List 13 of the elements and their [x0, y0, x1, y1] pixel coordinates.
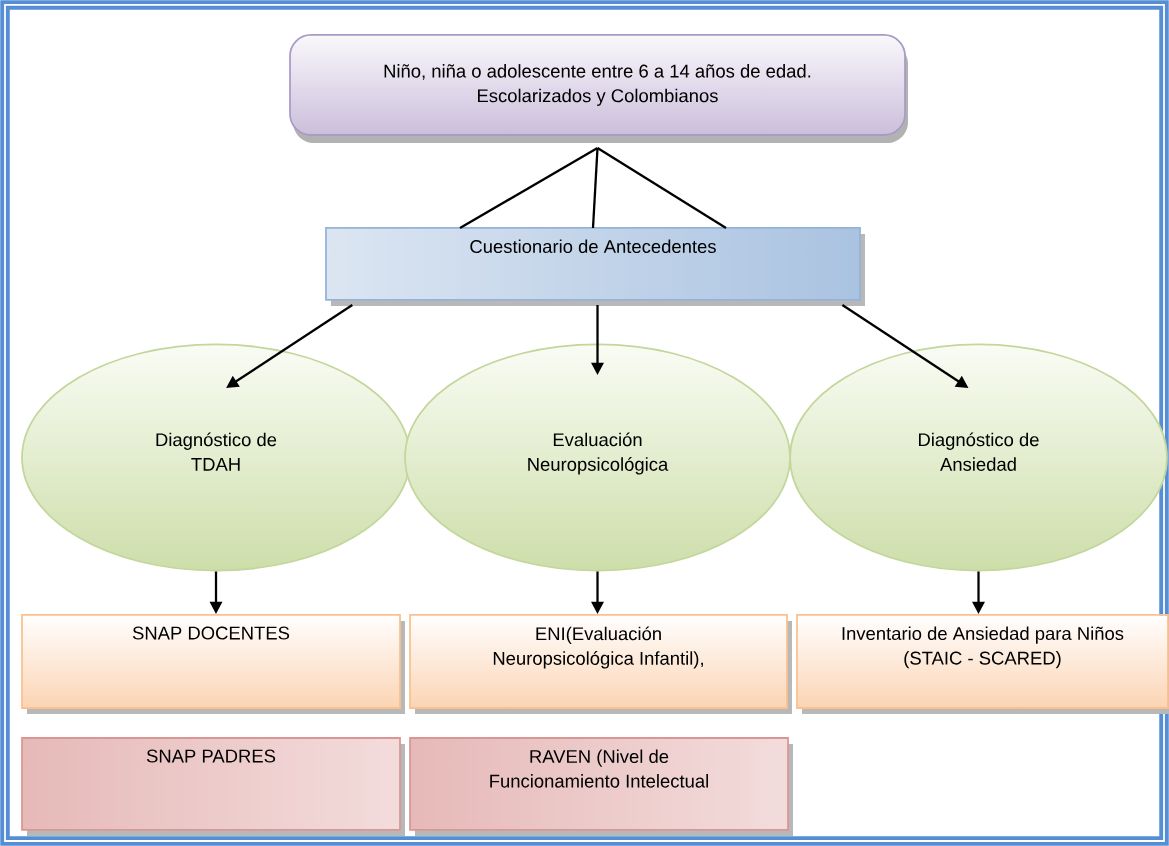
rounded-box: Niño, niña o adolescente entre 6 a 14 años de edad. Escolarizados y Colombianos — [289, 34, 908, 143]
ellipse-node: Evaluación Neuropsicológica — [404, 343, 791, 572]
process-box: RAVEN (Nivel de Funcionamiento Intelectual — [409, 737, 793, 836]
process-box: SNAP DOCENTES — [21, 614, 405, 714]
process-box: ENI(Evaluación Neuropsicológica Infantil), — [409, 614, 792, 714]
connector-line — [459, 147, 599, 229]
process-box: SNAP PADRES — [21, 737, 405, 836]
connector-line — [591, 147, 599, 229]
ellipse-node: Diagnóstico de TDAH — [21, 343, 411, 572]
process-box: Cuestionario de Antecedentes — [325, 227, 865, 306]
ellipse-node: Diagnóstico de Ansiedad — [789, 343, 1168, 572]
process-box: Inventario de Ansiedad para Niños (STAIC - SCARED) — [796, 614, 1169, 714]
connector-line — [596, 147, 727, 229]
